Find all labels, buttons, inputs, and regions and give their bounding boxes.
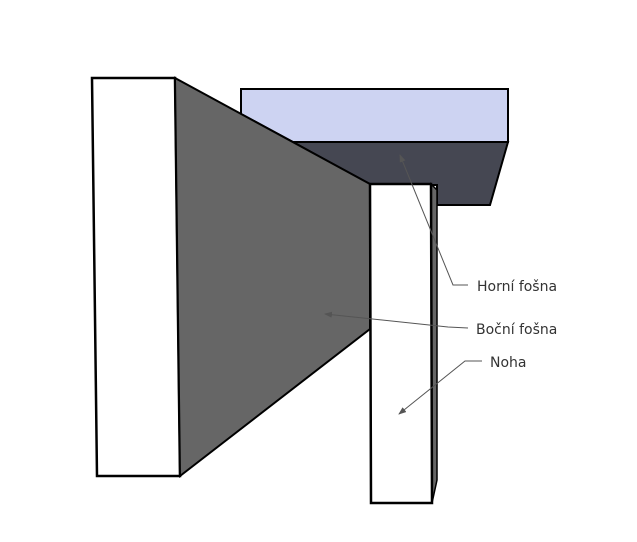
label-side-board: Boční fošna <box>476 322 557 338</box>
top-board-top-face <box>240 88 509 143</box>
label-top-board: Horní fošna <box>477 279 557 295</box>
leader-top-board <box>399 154 468 286</box>
leader-side-board <box>324 311 469 329</box>
leader-leg <box>398 360 482 415</box>
label-leg: Noha <box>490 355 527 371</box>
side-board-end-face <box>90 76 182 478</box>
leg-front-face <box>368 182 434 505</box>
